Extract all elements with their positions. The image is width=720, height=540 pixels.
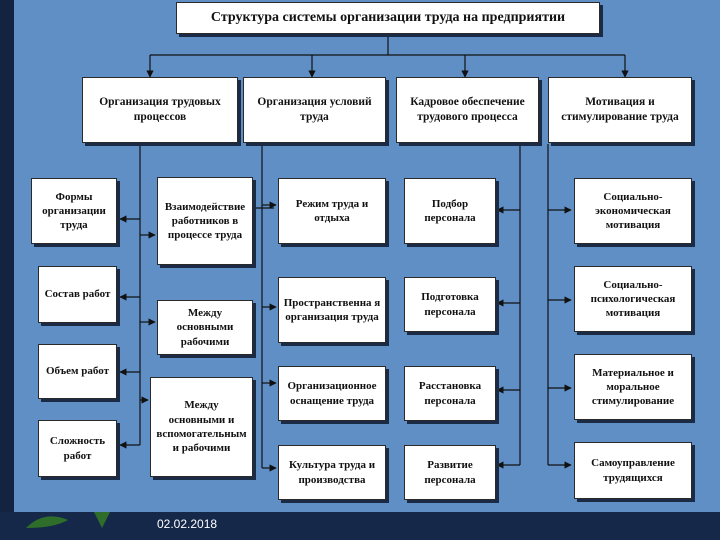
bottom-dark-band [0, 512, 720, 540]
col5-worker-self-government: Самоуправление трудящихся [574, 442, 692, 499]
col4-personnel-placement: Расстановка персонала [404, 366, 496, 421]
col1-labor-forms: Формы организации труда [31, 178, 117, 244]
col1-work-volume: Объем работ [38, 344, 117, 399]
col3-work-culture: Культура труда и производства [278, 445, 386, 500]
col1-work-composition: Состав работ [38, 266, 117, 323]
col4-personnel-training: Подготовка персонала [404, 277, 496, 332]
col1-work-complexity: Сложность работ [38, 420, 117, 477]
col4-personnel-selection: Подбор персонала [404, 178, 496, 244]
col5-socio-economic-motivation: Социально-экономическая мотивация [574, 178, 692, 244]
col2-between-main-workers: Между основными рабочими [157, 300, 253, 355]
col5-socio-psychological-motivation: Социально-психологическая мотивация [574, 266, 692, 332]
col3-organizational-equipment: Организационное оснащение труда [278, 366, 386, 421]
category-staffing: Кадровое обеспечение трудового процесса [396, 77, 539, 143]
leaf-decoration-icon [26, 512, 110, 528]
col3-spatial-organization: Пространственна я организация труда [278, 277, 386, 343]
col5-material-moral-stimulation: Материальное и моральное стимулирование [574, 354, 692, 420]
col3-work-rest-schedule: Режим труда и отдыха [278, 178, 386, 244]
category-motivation: Мотивация и стимулирование труда [548, 77, 692, 143]
col4-personnel-development: Развитие персонала [404, 445, 496, 500]
diagram-title: Структура системы организации труда на п… [176, 2, 600, 34]
left-dark-band [0, 0, 14, 540]
category-work-conditions: Организация условий труда [243, 77, 386, 143]
col2-main-and-auxiliary-workers: Между основными и вспомогательным и рабо… [150, 377, 253, 477]
footer-date: 02.02.2018 [157, 517, 218, 531]
col2-worker-interaction: Взаимодействие работников в процессе тру… [157, 177, 253, 265]
category-labor-processes: Организация трудовых процессов [82, 77, 238, 143]
